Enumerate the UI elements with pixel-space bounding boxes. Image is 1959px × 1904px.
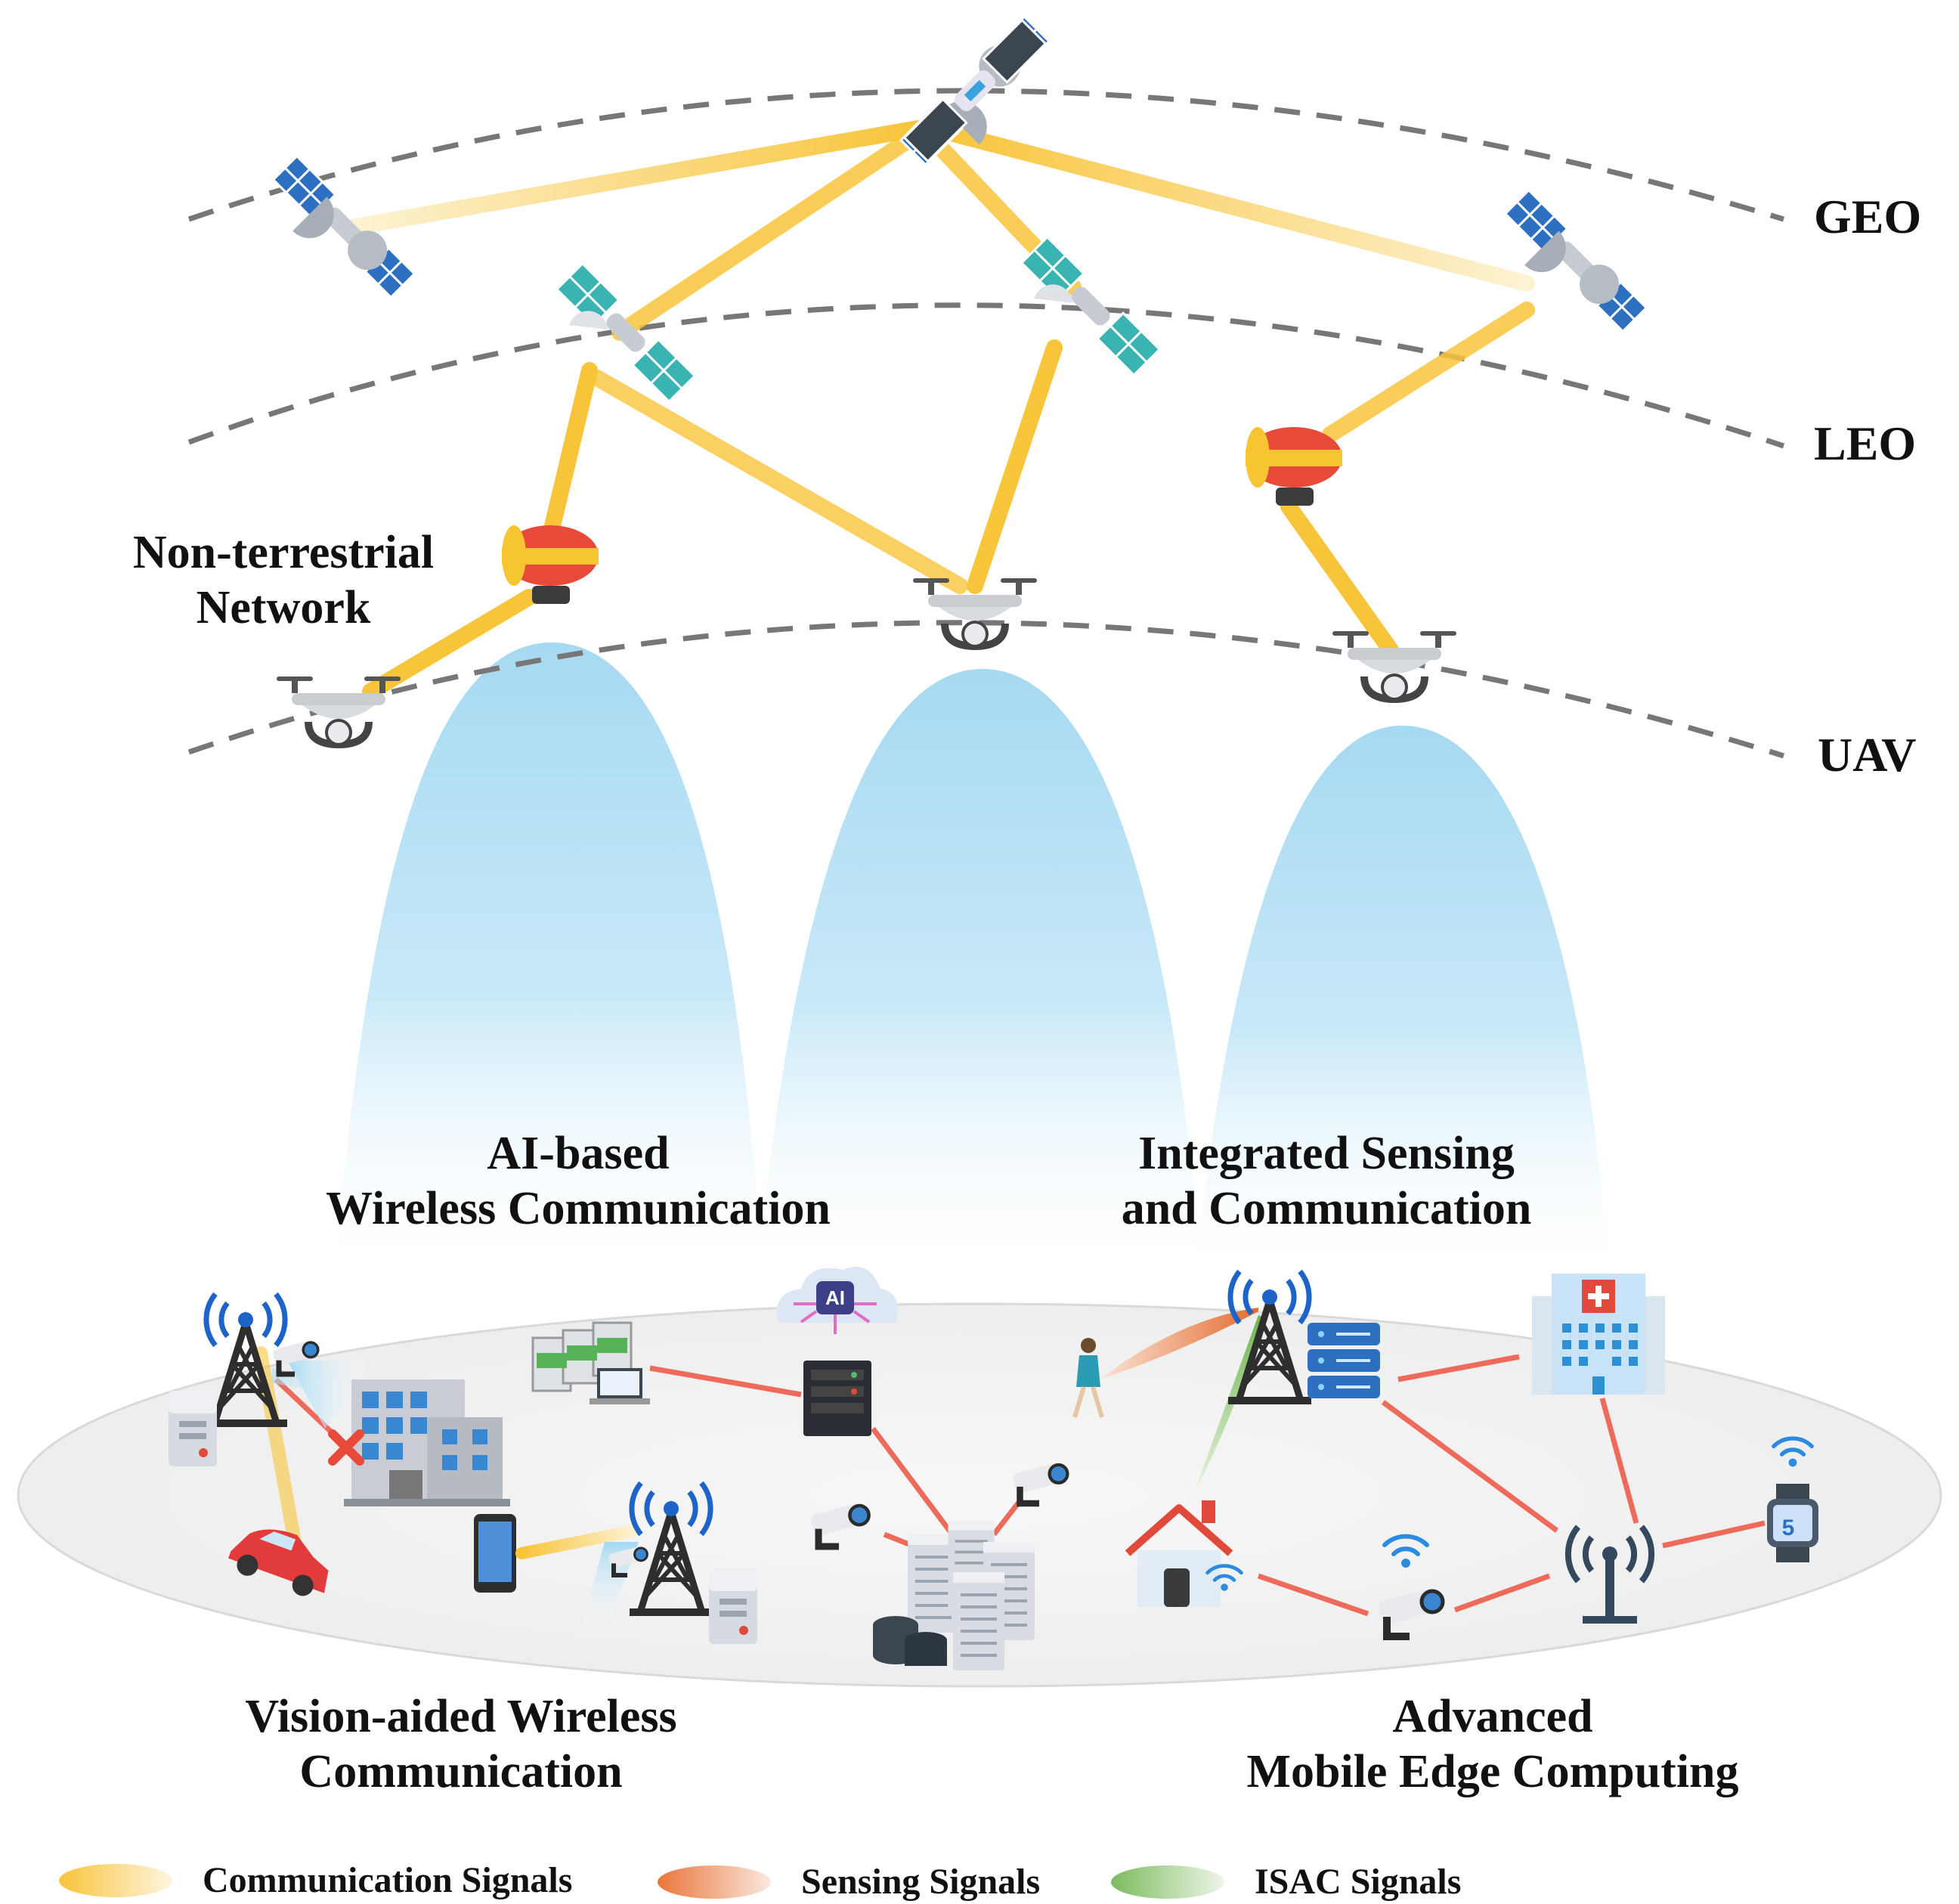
link-geo-geo-right	[925, 120, 1535, 292]
link-geo-geo-left	[347, 120, 927, 235]
legend-isac-label: ISAC Signals	[1255, 1862, 1462, 1902]
antenna-icon	[1564, 1525, 1655, 1624]
legend-isac-swatch	[1111, 1865, 1224, 1899]
sensing-signal-beam	[1100, 1308, 1258, 1379]
leo-orbit-line	[187, 302, 1785, 449]
link-ai-datacenter	[871, 1426, 955, 1537]
ai-cloud-icon: AI	[777, 1266, 898, 1334]
link-airship2-drone3	[1280, 498, 1399, 658]
airship-right-icon	[1246, 427, 1342, 506]
server-right-icon	[709, 1568, 757, 1644]
beam-center	[756, 669, 1202, 1285]
leo-label: LEO	[1814, 416, 1917, 470]
link-geo-leo1	[611, 128, 923, 341]
house-icon	[1125, 1500, 1241, 1607]
server-left-icon	[169, 1391, 217, 1466]
data-center-icon	[873, 1519, 1036, 1672]
person-icon	[1072, 1338, 1104, 1418]
legend-communication-label: Communication Signals	[203, 1860, 573, 1900]
geo-label: GEO	[1814, 190, 1922, 243]
uav-label: UAV	[1818, 728, 1917, 782]
link-house-camera	[1257, 1573, 1369, 1617]
car-icon	[228, 1529, 329, 1596]
watch-display-label: 5	[1782, 1515, 1795, 1540]
legend-sensing: Sensing Signals	[658, 1861, 1040, 1902]
geo-orbit-line	[187, 88, 1785, 222]
uav-orbit-line	[187, 620, 1785, 759]
server-rack-icon	[1308, 1323, 1380, 1398]
hospital-icon	[1532, 1274, 1665, 1395]
satellite-geo-left-icon	[255, 153, 418, 315]
smartphone-icon	[474, 1514, 516, 1593]
smartwatch-icon: 5	[1767, 1438, 1818, 1562]
link-computer-ai	[649, 1365, 802, 1398]
legend-isac: ISAC Signals	[1111, 1861, 1461, 1902]
legend-communication: Communication Signals	[59, 1859, 572, 1901]
airship-left-icon	[502, 525, 599, 604]
beam-left	[333, 642, 763, 1285]
link-airship1-drone1	[362, 589, 537, 700]
link-leo1-drone2	[589, 370, 968, 594]
link-antenna-watch	[1662, 1520, 1766, 1549]
link-leo2-drone2	[967, 339, 1063, 594]
beam-right	[1194, 726, 1610, 1285]
drone-left-icon	[277, 676, 401, 745]
building-icon	[344, 1379, 510, 1506]
blocked-x-icon	[328, 1429, 364, 1466]
ai-chip-label: AI	[825, 1286, 845, 1309]
link-datacenter-camera2	[992, 1498, 1023, 1537]
link-geo3-airship2	[1322, 302, 1535, 443]
legend-sensing-label: Sensing Signals	[801, 1862, 1041, 1902]
legend-sensing-swatch	[658, 1865, 771, 1899]
link-rack-antenna	[1381, 1400, 1559, 1533]
ai-server-icon	[803, 1361, 871, 1436]
link-leo1-airship1	[543, 362, 598, 537]
signal-phone-tower	[515, 1525, 641, 1559]
computer-icon	[531, 1321, 650, 1404]
link-rack-hospital	[1397, 1354, 1520, 1382]
link-hospital-antenna	[1599, 1398, 1639, 1524]
link-camera-antenna	[1453, 1573, 1551, 1613]
legend-communication-swatch	[59, 1863, 172, 1897]
